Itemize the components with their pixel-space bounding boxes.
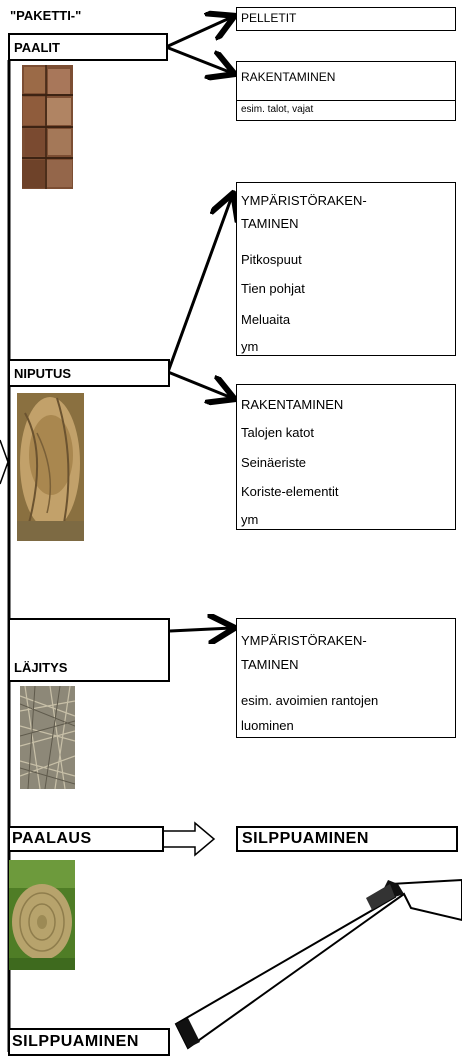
arrow-paalit-pelletit <box>166 17 232 47</box>
rakentaminen-2-title: RAKENTAMINEN <box>241 397 343 412</box>
arrow-paalaus-silppuaminen <box>163 823 214 855</box>
paalit-box: PAALIT <box>8 33 168 61</box>
straw-pile-photo <box>20 686 75 789</box>
silppuaminen-left-box: SILPPUAMINEN <box>8 1028 170 1056</box>
ymparisto-2-title-line1: YMPÄRISTÖRAKEN- <box>241 633 367 648</box>
rakentaminen-box-2: RAKENTAMINEN Talojen katot Seinäeriste K… <box>236 384 456 530</box>
niputus-box: NIPUTUS <box>8 359 170 387</box>
arrow-niputus-rakentaminen <box>168 372 232 398</box>
ymparisto-2-title-line2: TAMINEN <box>241 657 299 672</box>
rakentaminen-2-item: ym <box>241 512 258 527</box>
ymparisto-2-line3: esim. avoimien rantojen <box>241 693 378 708</box>
ymparisto-1-item: Pitkospuut <box>241 252 302 267</box>
lajitys-label: LÄJITYS <box>14 660 67 675</box>
ymparisto-1-item: Tien pohjat <box>241 281 305 296</box>
rakentaminen-1-note: esim. talot, vajat <box>241 104 313 115</box>
big-diagonal-arrow <box>176 880 462 1048</box>
niputus-label: NIPUTUS <box>14 366 71 381</box>
paalit-label: PAALIT <box>14 40 60 55</box>
ymparisto-1-item: Meluaita <box>241 312 290 327</box>
silppuaminen-right-label: SILPPUAMINEN <box>242 830 369 848</box>
left-chevron <box>0 440 8 484</box>
rakentaminen-2-item: Koriste-elementit <box>241 484 339 499</box>
silppuaminen-left-label: SILPPUAMINEN <box>12 1033 139 1051</box>
paalaus-label: PAALAUS <box>12 830 92 848</box>
rakentaminen-2-item: Seinäeriste <box>241 455 306 470</box>
pelletit-label: PELLETIT <box>241 11 296 25</box>
lajitys-box: LÄJITYS <box>8 618 170 682</box>
rakentaminen-box-1: RAKENTAMINEN esim. talot, vajat <box>236 61 456 121</box>
arrow-paalit-rakentaminen <box>166 47 232 73</box>
ymparisto-box-2: YMPÄRISTÖRAKEN- TAMINEN esim. avoimien r… <box>236 618 456 738</box>
pelletit-box: PELLETIT <box>236 7 456 31</box>
paalaus-box: PAALAUS <box>8 826 164 852</box>
arrow-niputus-ymparisto <box>168 196 232 372</box>
ymparisto-1-title-line1: YMPÄRISTÖRAKEN- <box>241 193 367 208</box>
wood-bales-photo <box>22 65 73 189</box>
ymparisto-2-line4: luominen <box>241 718 294 733</box>
header-title: "PAKETTI-" <box>10 8 81 23</box>
rakentaminen-1-divider <box>237 100 455 101</box>
ymparisto-1-title-line2: TAMINEN <box>241 216 299 231</box>
round-bale-photo <box>9 860 75 970</box>
rakentaminen-1-title: RAKENTAMINEN <box>241 70 335 84</box>
reed-bundle-photo <box>17 393 84 541</box>
silppuaminen-right-box: SILPPUAMINEN <box>236 826 458 852</box>
ymparisto-1-item: ym <box>241 339 258 354</box>
arrow-lajitys-ymparisto <box>170 628 232 631</box>
rakentaminen-2-item: Talojen katot <box>241 425 314 440</box>
ymparisto-box-1: YMPÄRISTÖRAKEN- TAMINEN Pitkospuut Tien … <box>236 182 456 356</box>
